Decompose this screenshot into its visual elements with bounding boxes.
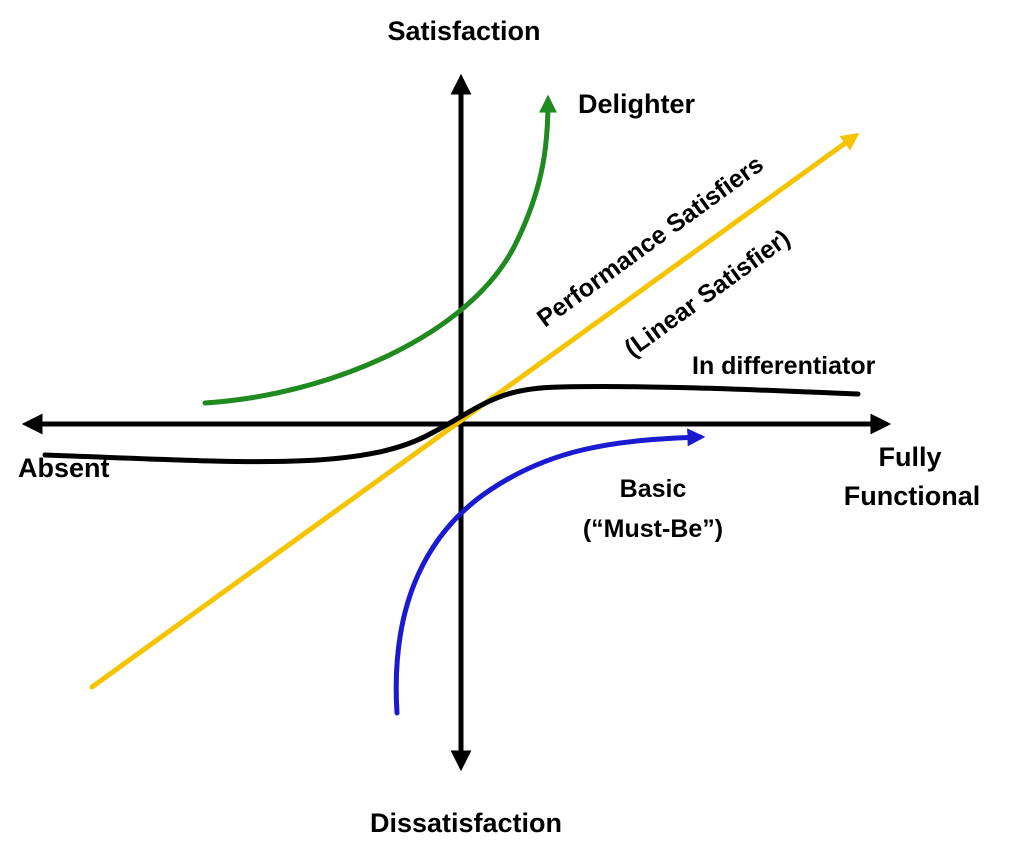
delighter-curve xyxy=(202,94,557,406)
y-axis-bottom-label: Dissatisfaction xyxy=(370,808,562,838)
basic-curve xyxy=(393,428,706,716)
y-axis-top-label: Satisfaction xyxy=(387,16,540,46)
basic-label-line2: (“Must-Be”) xyxy=(583,515,723,543)
x-axis-right-label-line2: Functional xyxy=(844,481,981,511)
x-axis-right-label-line1: Fully xyxy=(878,442,941,472)
x-axis-left-label: Absent xyxy=(18,453,110,483)
indifferent-curve xyxy=(42,384,861,465)
delighter-label: Delighter xyxy=(578,89,696,119)
basic-label-line1: Basic xyxy=(620,475,687,503)
performance-label-line1: Performance Satisfiers xyxy=(532,150,769,333)
indifferent-label: In differentiator xyxy=(692,352,876,380)
